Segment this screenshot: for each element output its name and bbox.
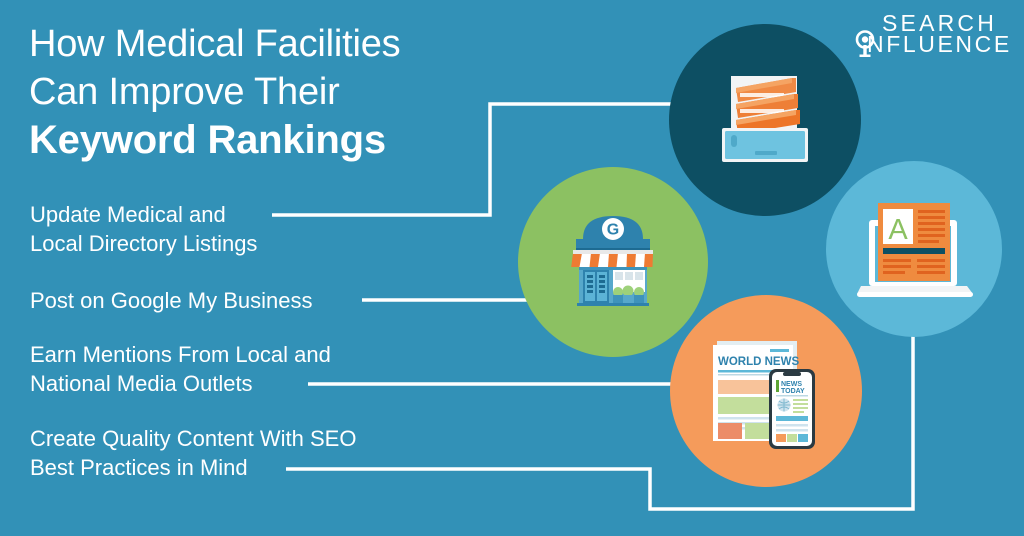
connector-quality-content [286,332,915,511]
svg-text:G: G [607,222,619,239]
newspaper-masthead: WORLD NEWS [718,356,799,368]
bullet-update-directories: Update Medical and Local Directory Listi… [30,200,257,258]
bullet-quality-content: Create Quality Content With SEO Best Pra… [30,424,356,482]
bullet-2-line-1: Post on Google My Business [30,288,313,313]
bullet-4-line-1: Create Quality Content With SEO [30,426,357,451]
magnifying-glass-icon [855,30,875,57]
google-storefront-icon: G [563,212,663,312]
bullet-1-line-2: Local Directory Listings [30,231,258,256]
phone-masthead-line2: TODAY [781,388,805,395]
logo-text-influence: NFLUENCE [867,31,1012,57]
bullet-media-mentions: Earn Mentions From Local and National Me… [30,340,331,398]
headline-line-2: Can Improve Their [29,71,340,113]
headline-line-3: Keyword Rankings [29,118,386,162]
bullet-1-line-1: Update Medical and [30,202,226,227]
page-title: How Medical Facilities Can Improve Their… [29,20,549,164]
phone-masthead-line1: NEWS [781,381,802,388]
file-drawer-icon [712,66,818,172]
newspaper-phone-icon: WORLD NEWS NEWS TODAY [707,335,825,449]
connector-update-directories [272,102,685,217]
bullet-3-line-2: National Media Outlets [30,371,253,396]
bullet-4-line-2: Best Practices in Mind [30,455,248,480]
bullet-3-line-1: Earn Mentions From Local and [30,342,331,367]
article-letter-a: A [888,214,908,246]
google-g-badge [602,218,624,240]
brand-logo[interactable]: SEARCH NFLUENCE [854,12,1014,58]
bullet-google-my-business: Post on Google My Business [30,286,312,315]
laptop-article-icon: A [855,198,973,306]
headline-line-1: How Medical Facilities [29,23,401,65]
logo-text-search: SEARCH [882,10,998,36]
